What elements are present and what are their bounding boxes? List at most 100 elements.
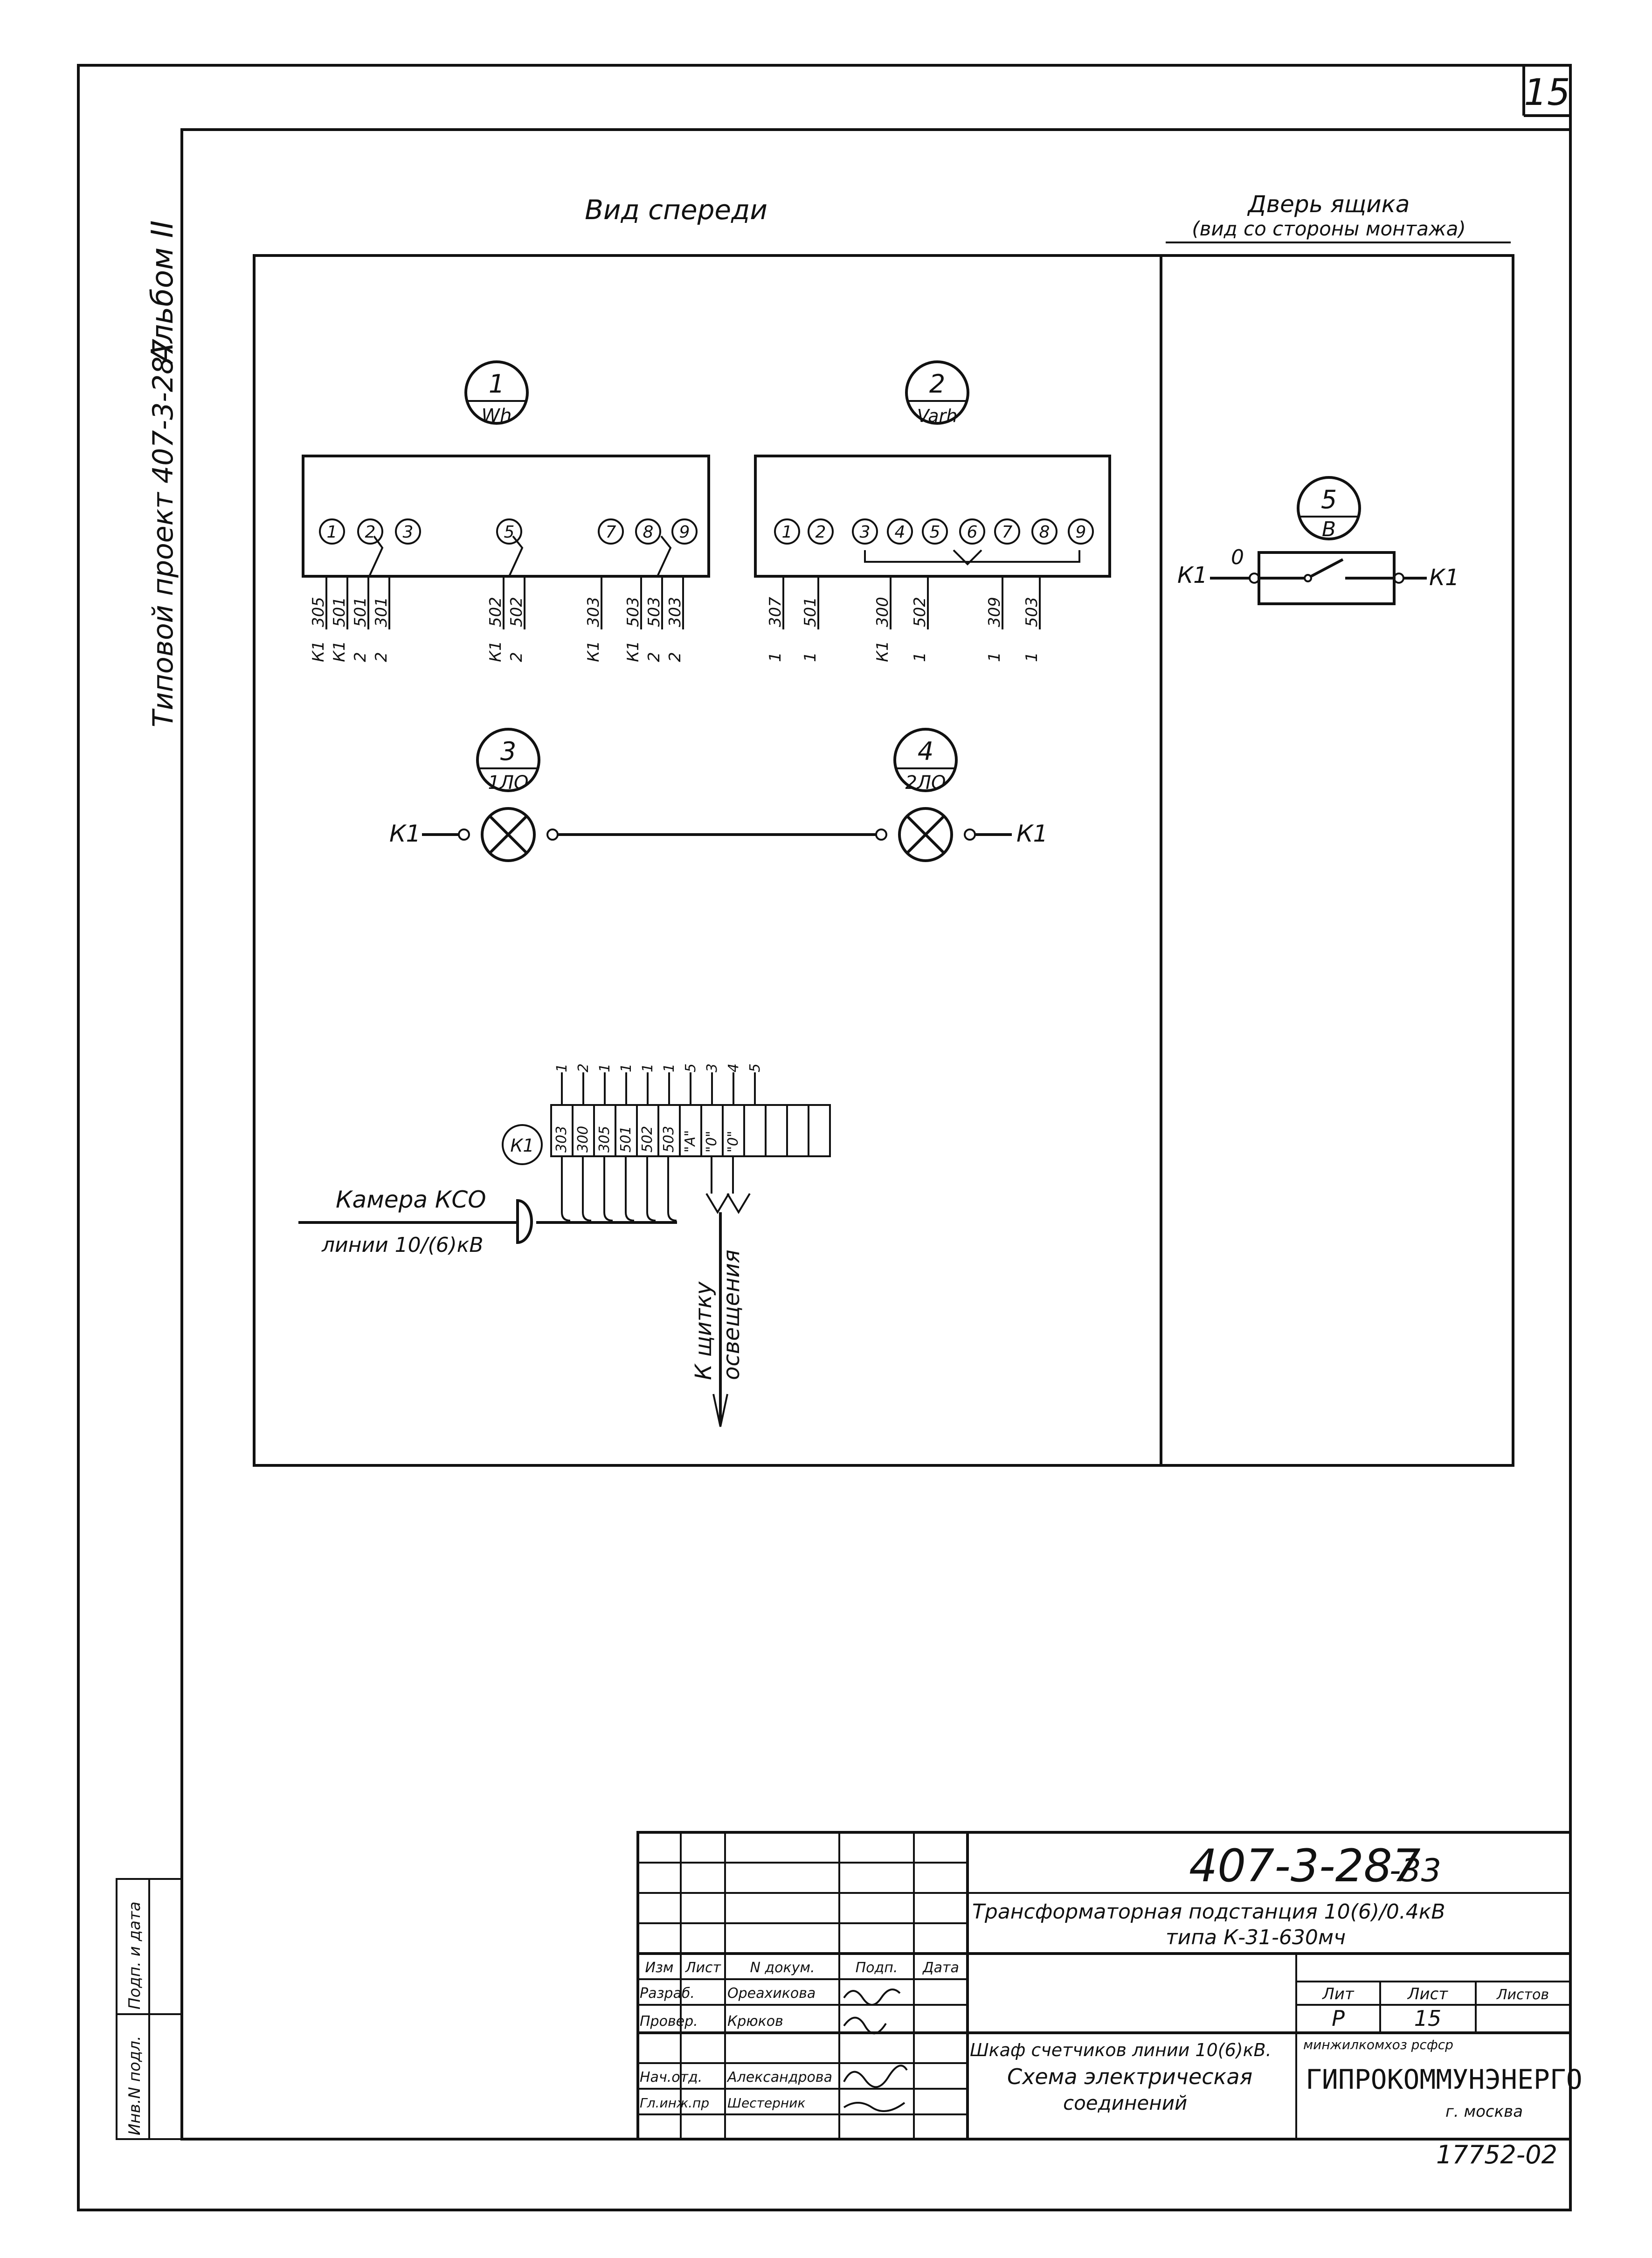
- doc-number: 407-3-287: [1189, 1840, 1421, 1892]
- device-1-number: 1: [489, 369, 505, 399]
- meter2-terminal-label: 3: [860, 523, 871, 542]
- terminal-cell-label: "A": [682, 1130, 698, 1153]
- lamp-1-symbol: [481, 807, 536, 862]
- inner-frame: [180, 128, 1572, 2141]
- cable-label-2: линии 10/(6)кВ: [321, 1233, 484, 1257]
- meter2-terminal-4: [887, 518, 913, 545]
- meter2-terminal-7: [994, 518, 1020, 545]
- terminal-cell-label: 502: [639, 1126, 656, 1153]
- title-line-2: типа К-31-630мч: [1166, 1926, 1346, 1949]
- meter2-terminal-2: [808, 518, 834, 545]
- meter2-terminal-3: [852, 518, 878, 545]
- meter1-terminal-label: 2: [365, 523, 376, 542]
- meter2-terminal-label: 9: [1076, 523, 1086, 542]
- device-1-code: Wh: [482, 405, 512, 427]
- col-date: Дата: [922, 1960, 959, 1976]
- meter1-wire-bottom: К1: [486, 641, 505, 662]
- cable-gland: [516, 1199, 533, 1244]
- meter2-wire-top: 501: [801, 597, 820, 627]
- terminal-cell: [743, 1104, 767, 1157]
- title-block: Изм Лист N докум. Подп. Дата Разраб. Оре…: [636, 1831, 1583, 2169]
- terminal-cell-label: 300: [575, 1126, 591, 1153]
- side-stamp: Инв.N подл. Подп. и дата: [116, 1878, 183, 2140]
- sheet-label: Лист: [1407, 1985, 1448, 2003]
- switch-right-label: К1: [1429, 565, 1459, 591]
- corner-sheet-number: 15: [1524, 72, 1570, 114]
- terminal-cell-label: 501: [618, 1126, 634, 1153]
- meter1-terminal-label: 3: [403, 523, 414, 542]
- lighting-label-2: освещения: [719, 1250, 745, 1380]
- meter2-terminal-6: [959, 518, 985, 545]
- signal-lamps: 3 1ЛО 4 2ЛО К1 К1: [389, 728, 1048, 862]
- meter1-wire-top: 501: [330, 597, 349, 627]
- meter2-wire-bottom: 1: [985, 652, 1004, 662]
- meter2-terminal-9: [1068, 518, 1094, 545]
- meter2-wire-top: 309: [985, 597, 1004, 627]
- meter1-wire-top: 303: [584, 597, 603, 627]
- lit-label: Лит: [1321, 1985, 1355, 2003]
- meter1-wire-bottom: К1: [584, 641, 603, 662]
- meter2-wire-bottom: 1: [1023, 652, 1041, 662]
- device-4-code: 2ЛО: [905, 772, 946, 794]
- name-2: Крюков: [727, 2013, 783, 2030]
- meter1-wire-top: 502: [507, 597, 526, 627]
- meter2-terminal-label: 2: [816, 523, 826, 542]
- meter1-wire-bottom: 2: [507, 652, 526, 662]
- device-3-number: 3: [500, 737, 516, 766]
- signature-4: [843, 2102, 905, 2112]
- meter2-wire-bottom: К1: [873, 641, 892, 662]
- terminal-top-mark: 1: [554, 1063, 570, 1072]
- name-1: Ореахикова: [727, 1985, 816, 2002]
- terminal-top-mark: 2: [575, 1063, 592, 1072]
- sheet-value: 15: [1414, 2006, 1442, 2031]
- terminal-cell-label: 303: [553, 1126, 570, 1153]
- meter1-terminal-2: [357, 518, 383, 545]
- device-3-code: 1ЛО: [488, 772, 528, 794]
- stamp-inv-label: Инв.N подл.: [125, 2036, 144, 2135]
- meter1-wire-top: 501: [351, 597, 370, 627]
- terminal-top-mark: 1: [618, 1063, 635, 1072]
- terminal-cell-label: 503: [661, 1126, 677, 1153]
- meter2-wire-top: 502: [911, 597, 929, 627]
- meter1-terminal-label: 9: [679, 523, 690, 542]
- signature-1: [843, 1989, 901, 2006]
- device-5-code: В: [1322, 518, 1336, 541]
- terminal-cell: [786, 1104, 809, 1157]
- meter1-terminal-label: 5: [504, 523, 515, 542]
- signature-3: [843, 2065, 908, 2088]
- meter1-terminal-8: [635, 518, 661, 545]
- meter2-terminal-label: 7: [1002, 523, 1013, 542]
- meter2-wire-top: 307: [766, 597, 785, 627]
- meter1-wire-top: 303: [666, 597, 684, 627]
- terminal-top-mark: 4: [726, 1063, 742, 1072]
- meter2-terminal-label: 5: [930, 523, 940, 542]
- terminal-top-mark: 1: [597, 1063, 613, 1072]
- meter1-wire-bottom: К1: [330, 641, 349, 662]
- switch-left-label: К1: [1177, 562, 1208, 588]
- terminal-top-mark: 1: [661, 1063, 677, 1072]
- device-4-badge: [893, 728, 958, 792]
- org-city: г. москва: [1445, 2102, 1523, 2121]
- lamp-left-label: К1: [389, 820, 421, 847]
- org-top: минжилкомхоз рсфср: [1303, 2037, 1453, 2052]
- terminal-top-mark: 3: [704, 1063, 720, 1072]
- terminal-cell-label: "0": [704, 1131, 720, 1153]
- meter1-wire-bottom: К1: [309, 641, 328, 662]
- meter1-terminal-9: [671, 518, 698, 545]
- footer-code: 17752-02: [1436, 2140, 1557, 2169]
- meter2-terminal-label: 6: [967, 523, 978, 542]
- meter2-terminal-label: 4: [895, 523, 905, 542]
- name-4: Шестерник: [727, 2095, 805, 2111]
- lit-value: Р: [1332, 2006, 1345, 2031]
- meter1-wire-bottom: К1: [624, 641, 643, 662]
- meter2-terminal-label: 8: [1039, 523, 1050, 542]
- device-1-badge: [464, 360, 529, 425]
- device-5-number: 5: [1321, 485, 1337, 514]
- terminal-cell: [765, 1104, 788, 1157]
- col-sign: Подп.: [856, 1960, 898, 1976]
- meter2-terminal-8: [1031, 518, 1058, 545]
- org-name: ГИПРОКОММУНЭНЕРГО: [1306, 2064, 1583, 2095]
- meter1-wire-bottom: 2: [666, 652, 684, 662]
